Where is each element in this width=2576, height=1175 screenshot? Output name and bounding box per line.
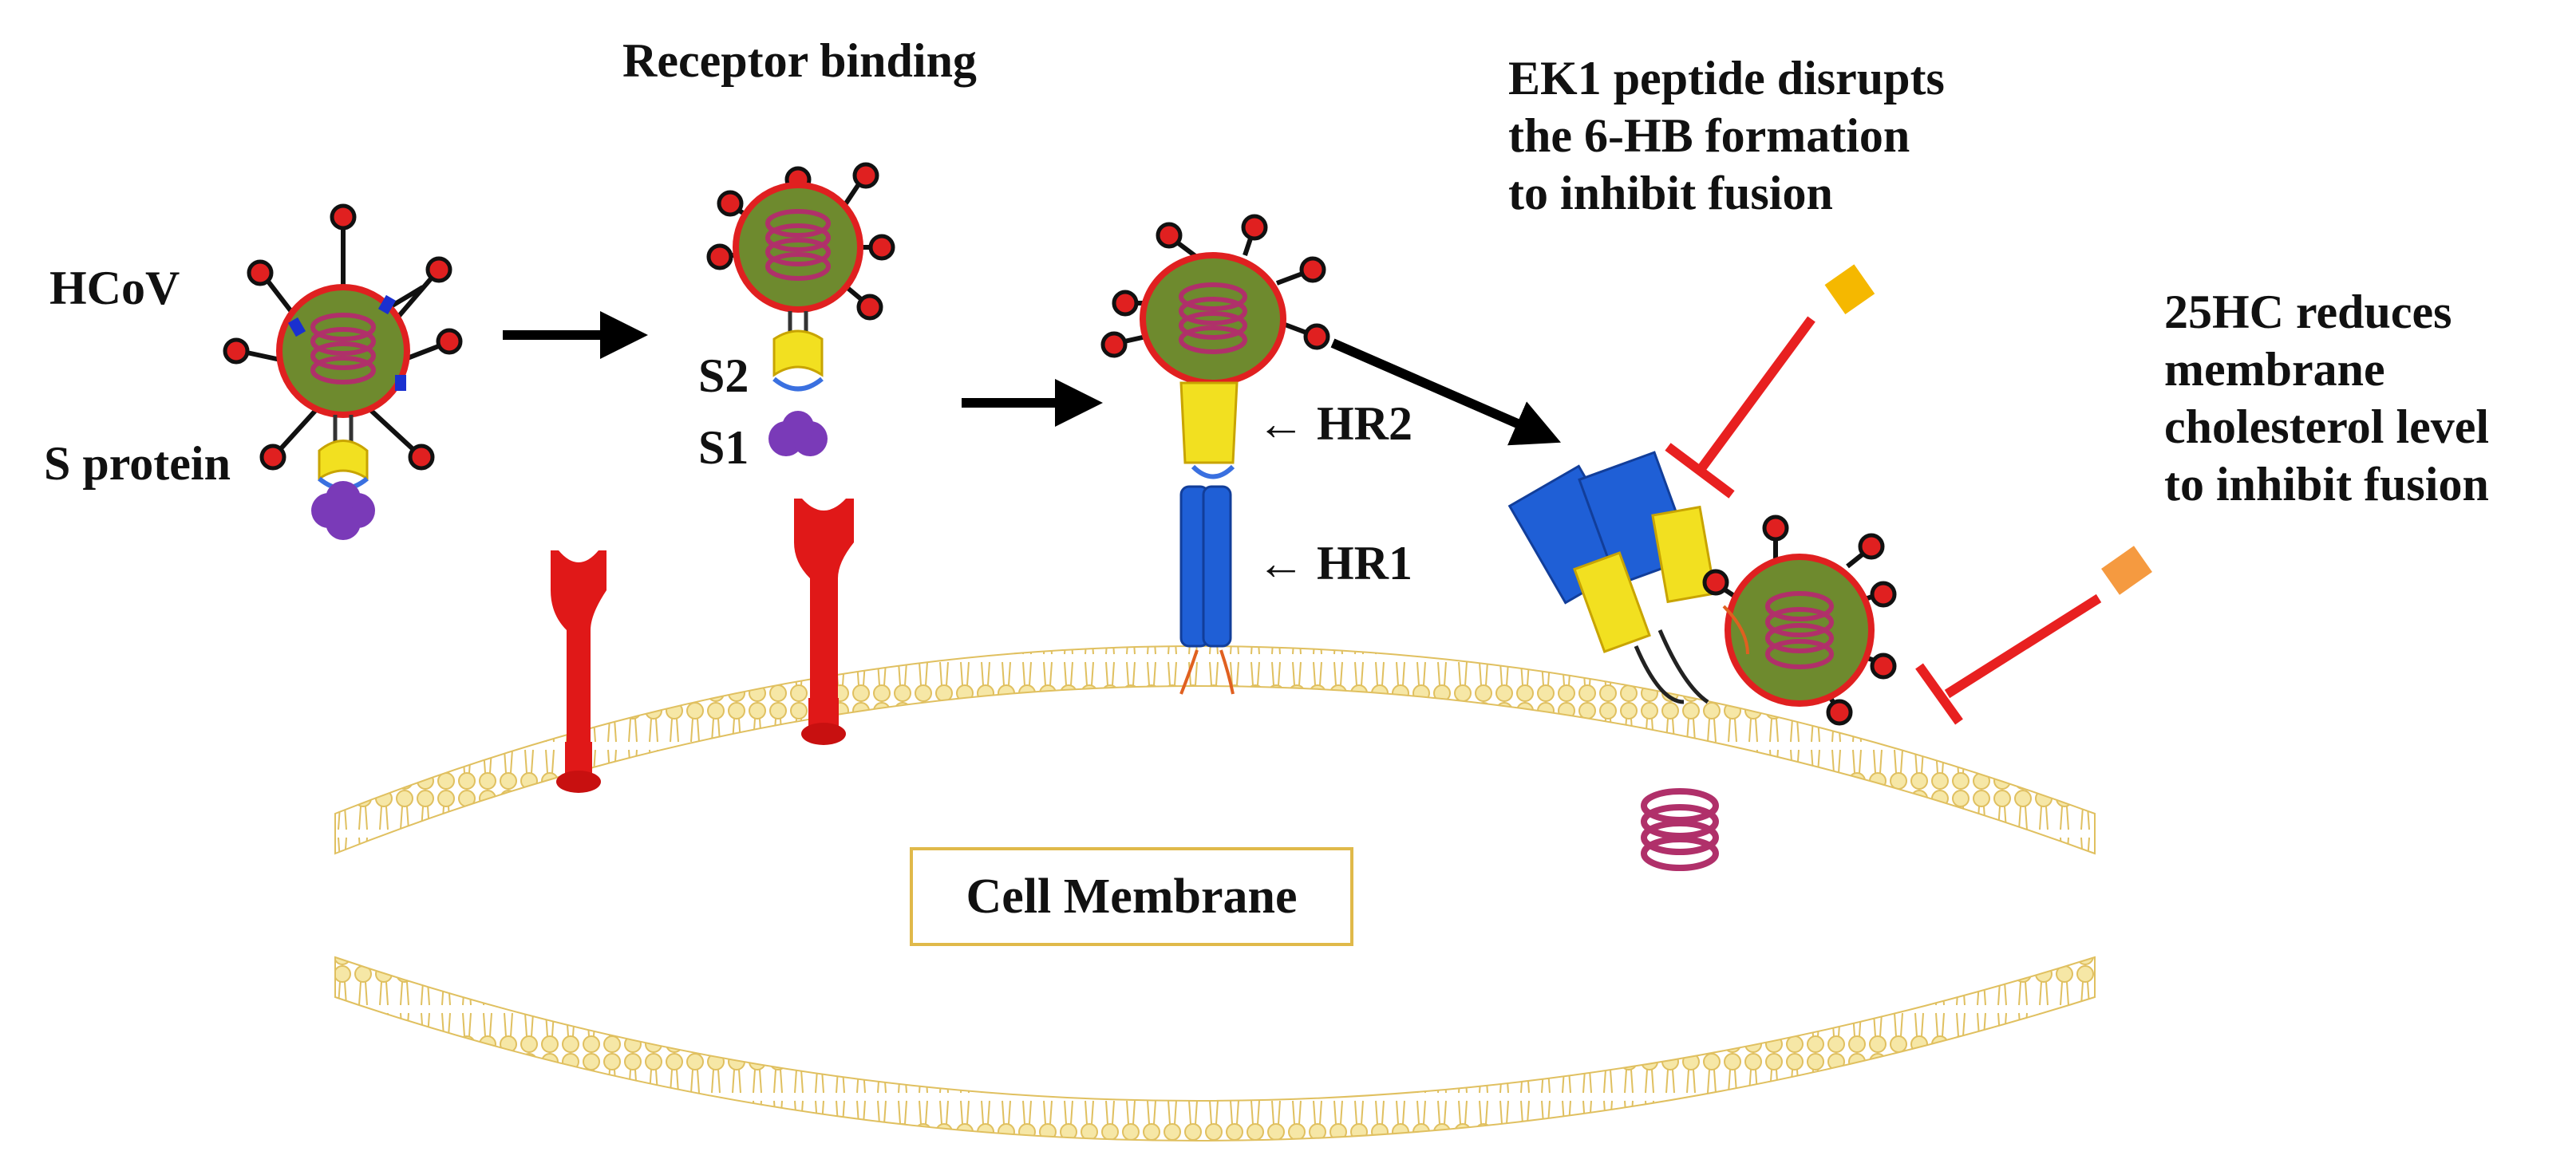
s2-label: S2: [698, 349, 749, 402]
receptor-binding-label: Receptor binding: [622, 34, 977, 87]
hc25-line-3: cholesterol level: [2164, 400, 2490, 453]
ek1-line-3: to inhibit fusion: [1508, 167, 1833, 219]
ek1-inhibition-icon: [1665, 264, 1875, 499]
hc25-line-1: 25HC reduces: [2164, 286, 2452, 338]
virus-particle-1: [223, 203, 463, 540]
receptor-2: [794, 499, 854, 745]
s1-label: S1: [698, 421, 749, 474]
released-genome-icon: [1641, 788, 1719, 871]
virus-particle-4-fusion: [1507, 451, 1897, 726]
hc25-description: 25HC reduces membrane cholesterol level …: [2164, 283, 2489, 513]
virus-particle-3: [1100, 214, 1330, 695]
right-arrow-icon: [1330, 338, 1561, 446]
cell-membrane-label: Cell Membrane: [910, 847, 1353, 946]
s-protein-label: S protein: [44, 437, 231, 490]
hc25-inhibition-icon: [1915, 546, 2152, 725]
ek1-description: EK1 peptide disrupts the 6-HB formation …: [1508, 49, 1945, 222]
virus-particle-2: [706, 162, 895, 456]
upper-membrane: [334, 645, 2096, 855]
receptor-1: [551, 550, 606, 793]
hc25-line-2: membrane: [2164, 343, 2385, 396]
hcov-label: HCoV: [49, 262, 180, 314]
hr1-label: ← HR1: [1257, 537, 1412, 589]
ek1-line-1: EK1 peptide disrupts: [1508, 52, 1945, 104]
hc25-line-4: to inhibit fusion: [2164, 458, 2489, 511]
ek1-line-2: the 6-HB formation: [1508, 109, 1910, 162]
lower-membrane: [334, 956, 2096, 1141]
hr2-label: ← HR2: [1257, 397, 1412, 450]
